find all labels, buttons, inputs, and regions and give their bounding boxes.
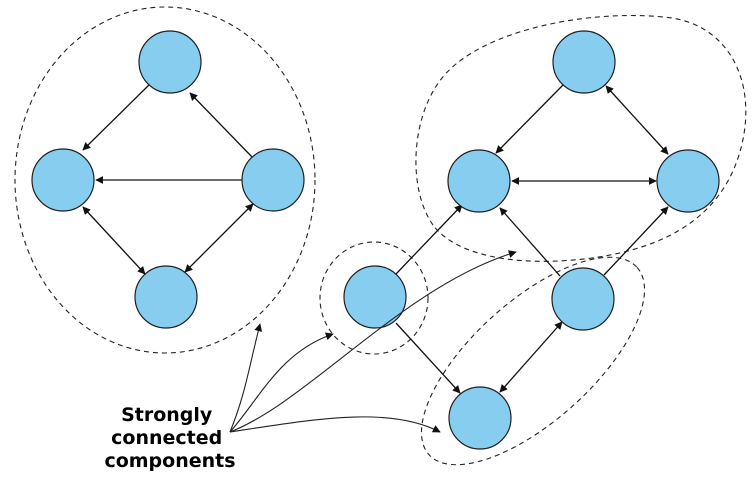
annotation-line-1: Strongly: [121, 404, 213, 426]
edge-lowright-to-midleft: [499, 207, 561, 277]
edge-lowright-to-midright: [603, 206, 669, 276]
edge-right-to-top: [189, 92, 254, 159]
node-left-right: [241, 148, 305, 212]
node-right-midleft: [447, 149, 511, 213]
component-middle-single: [319, 241, 429, 355]
node-right-bottom: [448, 386, 512, 450]
edge-right-bottom-bidirectional: [184, 203, 254, 273]
edge-topright-midright-bidirectional: [605, 85, 669, 155]
node-right-top: [552, 30, 616, 94]
annotation-line-3: components: [104, 450, 235, 472]
edge-top-to-left: [82, 82, 152, 151]
node-left-bottom: [134, 265, 198, 329]
edge-lowright-bottom-bidirectional: [499, 321, 563, 393]
node-right-midright: [656, 149, 720, 213]
callout-to-bottom-right-component: [229, 416, 441, 433]
annotation-line-2: connected: [111, 427, 222, 449]
component-top-right: [415, 14, 747, 262]
node-left-left: [31, 148, 95, 212]
edge-single-to-bottom: [395, 322, 461, 394]
callout-to-single-component: [229, 332, 334, 433]
edge-topright-to-midleft: [495, 84, 564, 154]
component-bottom-right: [420, 256, 646, 466]
node-left-top: [138, 30, 202, 94]
callout-to-left-component: [229, 323, 263, 433]
edge-single-to-midleft: [395, 204, 463, 275]
component-left: [14, 6, 316, 354]
node-right-lowright: [551, 267, 615, 331]
annotation-label: Strongly connected components: [104, 404, 235, 472]
callout-to-top-right-component: [229, 250, 517, 433]
node-single: [343, 265, 407, 329]
edge-left-bottom-bidirectional: [82, 206, 146, 275]
